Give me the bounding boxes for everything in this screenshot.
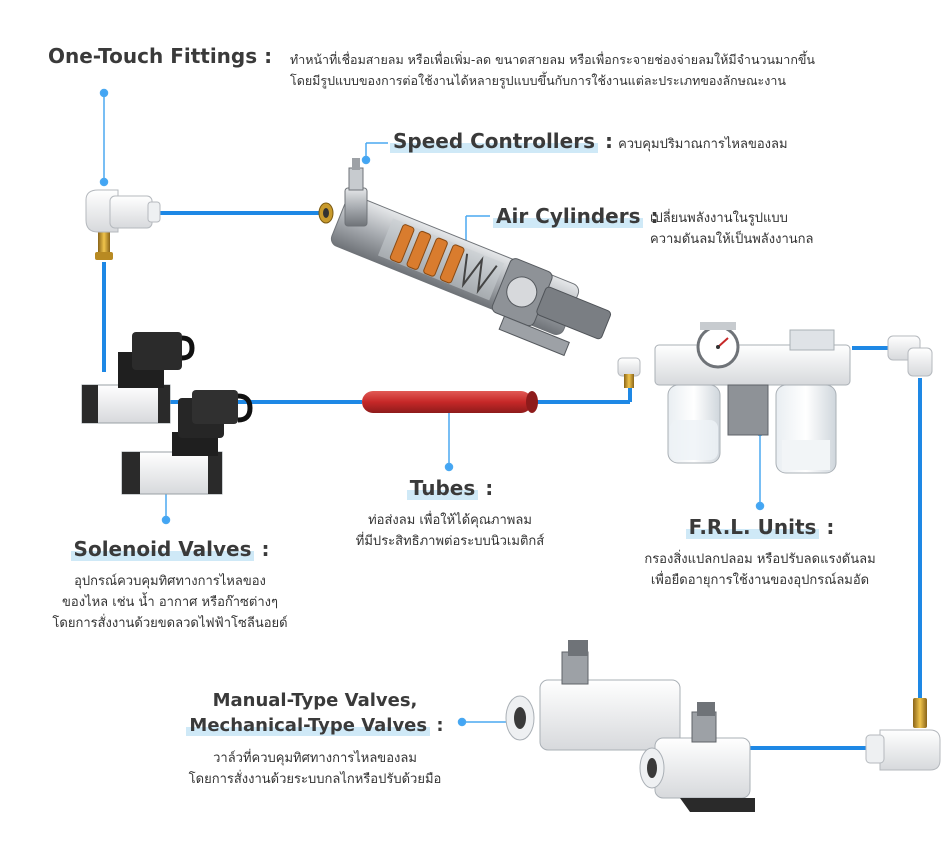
tubes-desc-line2: ที่มีประสิทธิภาพต่อระบบนิวเมติกส์ (355, 534, 545, 549)
elbow-fittings-right (865, 335, 941, 771)
solenoid-sep: : (261, 537, 270, 561)
one-touch-fitting (85, 189, 161, 260)
tubes-title: Tubes (406, 476, 479, 500)
frl-desc-line2: เพื่อยืดอายุการใช้งานของอุปกรณ์ลมอัด (650, 573, 870, 588)
manual-title-line2: Mechanical-Type Valves (186, 715, 431, 736)
frl-sep: : (826, 515, 835, 539)
frl-unit (617, 322, 851, 474)
solenoid-title: Solenoid Valves (70, 537, 255, 561)
tubes-label: Tubes : ท่อส่งลม เพื่อให้ได้คุณภาพลม ที่… (345, 476, 555, 552)
manual-label: Manual-Type Valves, Mechanical-Type Valv… (170, 688, 460, 790)
tubes-desc-line1: ท่อส่งลม เพื่อให้ได้คุณภาพลม (368, 513, 532, 528)
manual-sep: : (436, 715, 444, 736)
frl-desc-line1: กรองสิ่งแปลกปลอม หรือปรับลดแรงดันลม (644, 552, 876, 567)
red-tube (362, 391, 538, 413)
cylinder-label: Air Cylinders : (493, 204, 658, 228)
manual-desc-line2: โดยการสั่งงานด้วยระบบกลไกหรือปรับด้วยมือ (188, 772, 442, 787)
air-cylinder-assembly (318, 158, 612, 357)
speed-label: Speed Controllers : ควบคุมปริมาณการไหลขอ… (390, 129, 788, 155)
cylinder-desc: เปลี่ยนพลังงานในรูปแบบ ความดันลมให้เป็นพ… (650, 208, 813, 250)
manual-title-line1: Manual-Type Valves, (212, 690, 418, 711)
one-touch-desc-line1: ทำหน้าที่เชื่อมสายลม หรือเพื่อเพิ่ม-ลด ข… (290, 52, 815, 67)
one-touch-title: One-Touch Fittings (48, 44, 258, 68)
cylinder-desc-line2: ความดันลมให้เป็นพลังงานกล (650, 232, 814, 247)
solenoid-valves (81, 332, 253, 495)
manual-valves (505, 640, 755, 812)
one-touch-sep: : (264, 44, 273, 68)
speed-title: Speed Controllers (390, 129, 598, 153)
cylinder-sep: : (650, 204, 659, 228)
solenoid-desc-line3: โดยการสั่งงานด้วยขดลวดไฟฟ้าโซลีนอยด์ (52, 616, 288, 631)
one-touch-desc: ทำหน้าที่เชื่อมสายลม หรือเพื่อเพิ่ม-ลด ข… (290, 49, 815, 91)
frl-label: F.R.L. Units : กรองสิ่งแปลกปลอม หรือปรับ… (610, 515, 910, 591)
solenoid-label: Solenoid Valves : อุปกรณ์ควบคุมทิศทางการ… (30, 537, 310, 634)
tubes-sep: : (485, 476, 494, 500)
frl-title: F.R.L. Units (685, 515, 820, 539)
one-touch-label: One-Touch Fittings : (48, 44, 272, 68)
one-touch-desc-line2: โดยมีรูปแบบของการต่อใช้งานได้หลายรูปแบบข… (290, 73, 786, 88)
manual-desc-line1: วาล์วที่ควบคุมทิศทางการไหลของลม (213, 751, 417, 766)
solenoid-desc-line2: ของไหล เช่น น้ำ อากาศ หรือก๊าซต่างๆ (62, 595, 278, 610)
cylinder-desc-line1: เปลี่ยนพลังงานในรูปแบบ (650, 211, 788, 226)
cylinder-title: Air Cylinders (493, 204, 644, 228)
solenoid-desc-line1: อุปกรณ์ควบคุมทิศทางการไหลของ (74, 574, 266, 589)
speed-sep: : (604, 129, 613, 153)
speed-desc: ควบคุมปริมาณการไหลของลม (618, 137, 788, 152)
